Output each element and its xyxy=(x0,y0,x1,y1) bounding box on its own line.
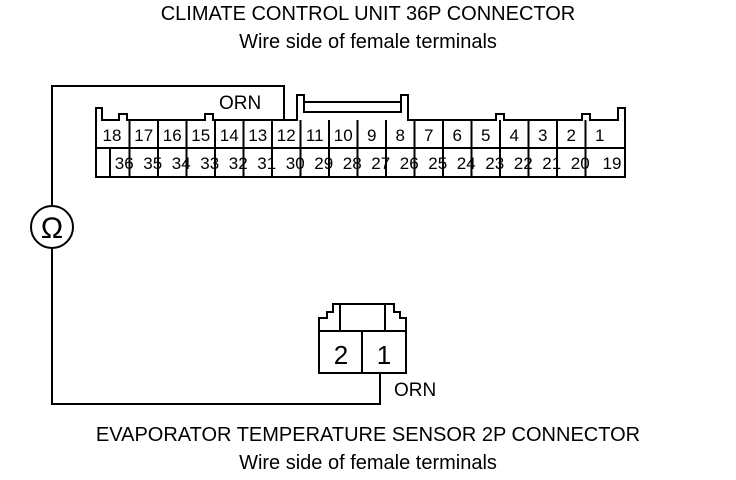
terminal-24-label: 24 xyxy=(457,154,476,173)
terminal-28-label: 28 xyxy=(343,154,362,173)
terminal-5-label: 5 xyxy=(481,126,490,145)
terminal-9-label: 9 xyxy=(367,126,376,145)
wire-meter-to-sensor xyxy=(51,248,381,405)
terminal-6-label: 6 xyxy=(453,126,462,145)
terminal-1-label: 1 xyxy=(595,126,604,145)
ohm-icon: Ω xyxy=(41,212,63,245)
evaporator-sensor-connector-subtitle: Wire side of female terminals xyxy=(239,452,497,474)
terminal-32-label: 32 xyxy=(229,154,248,173)
latch xyxy=(303,101,402,113)
terminal-27-label: 27 xyxy=(371,154,390,173)
bottom-wire-label: ORN xyxy=(394,380,436,401)
evaporator-sensor-connector xyxy=(318,303,407,374)
terminal-2-label: 2 xyxy=(567,126,576,145)
terminal-36-label: 36 xyxy=(115,154,134,173)
terminal-19-label: 19 xyxy=(603,154,622,173)
terminal-8-label: 8 xyxy=(396,126,405,145)
terminal-30-label: 30 xyxy=(286,154,305,173)
terminal-21-label: 21 xyxy=(542,154,561,173)
terminal-15-label: 15 xyxy=(191,126,210,145)
climate-control-connector-subtitle: Wire side of female terminals xyxy=(239,31,497,53)
terminal-12-label: 12 xyxy=(277,126,296,145)
sensor-terminal-1: 1 xyxy=(377,340,391,370)
terminal-10-label: 10 xyxy=(334,126,353,145)
terminal-18-label: 18 xyxy=(103,126,122,145)
terminal-23-label: 23 xyxy=(485,154,504,173)
terminal-34-label: 34 xyxy=(172,154,191,173)
terminal-16-label: 16 xyxy=(163,126,182,145)
terminal-26-label: 26 xyxy=(400,154,419,173)
terminal-35-label: 35 xyxy=(143,154,162,173)
top-wire-label: ORN xyxy=(219,93,261,114)
terminal-20-label: 20 xyxy=(571,154,590,173)
terminal-25-label: 25 xyxy=(428,154,447,173)
terminal-7-label: 7 xyxy=(424,126,433,145)
terminal-29-label: 29 xyxy=(314,154,333,173)
evaporator-sensor-connector-title: EVAPORATOR TEMPERATURE SENSOR 2P CONNECT… xyxy=(95,424,641,446)
terminal-17-label: 17 xyxy=(134,126,153,145)
terminal-33-label: 33 xyxy=(200,154,219,173)
terminal-grid xyxy=(96,120,625,177)
ohmmeter: Ω xyxy=(30,205,74,249)
sensor-connector-outline xyxy=(318,303,407,374)
terminal-3-label: 3 xyxy=(538,126,547,145)
terminal-11-label: 11 xyxy=(306,126,324,145)
terminal-22-label: 22 xyxy=(514,154,533,173)
test-wires xyxy=(51,85,381,405)
terminal-14-label: 14 xyxy=(220,126,239,145)
terminal-4-label: 4 xyxy=(510,126,519,145)
sensor-terminal-2: 2 xyxy=(334,340,348,370)
terminal-31-label: 31 xyxy=(257,154,276,173)
climate-control-connector xyxy=(95,94,626,178)
climate-control-connector-title: CLIMATE CONTROL UNIT 36P CONNECTOR xyxy=(160,3,576,25)
wire-top-to-meter xyxy=(51,85,285,206)
terminal-13-label: 13 xyxy=(248,126,267,145)
